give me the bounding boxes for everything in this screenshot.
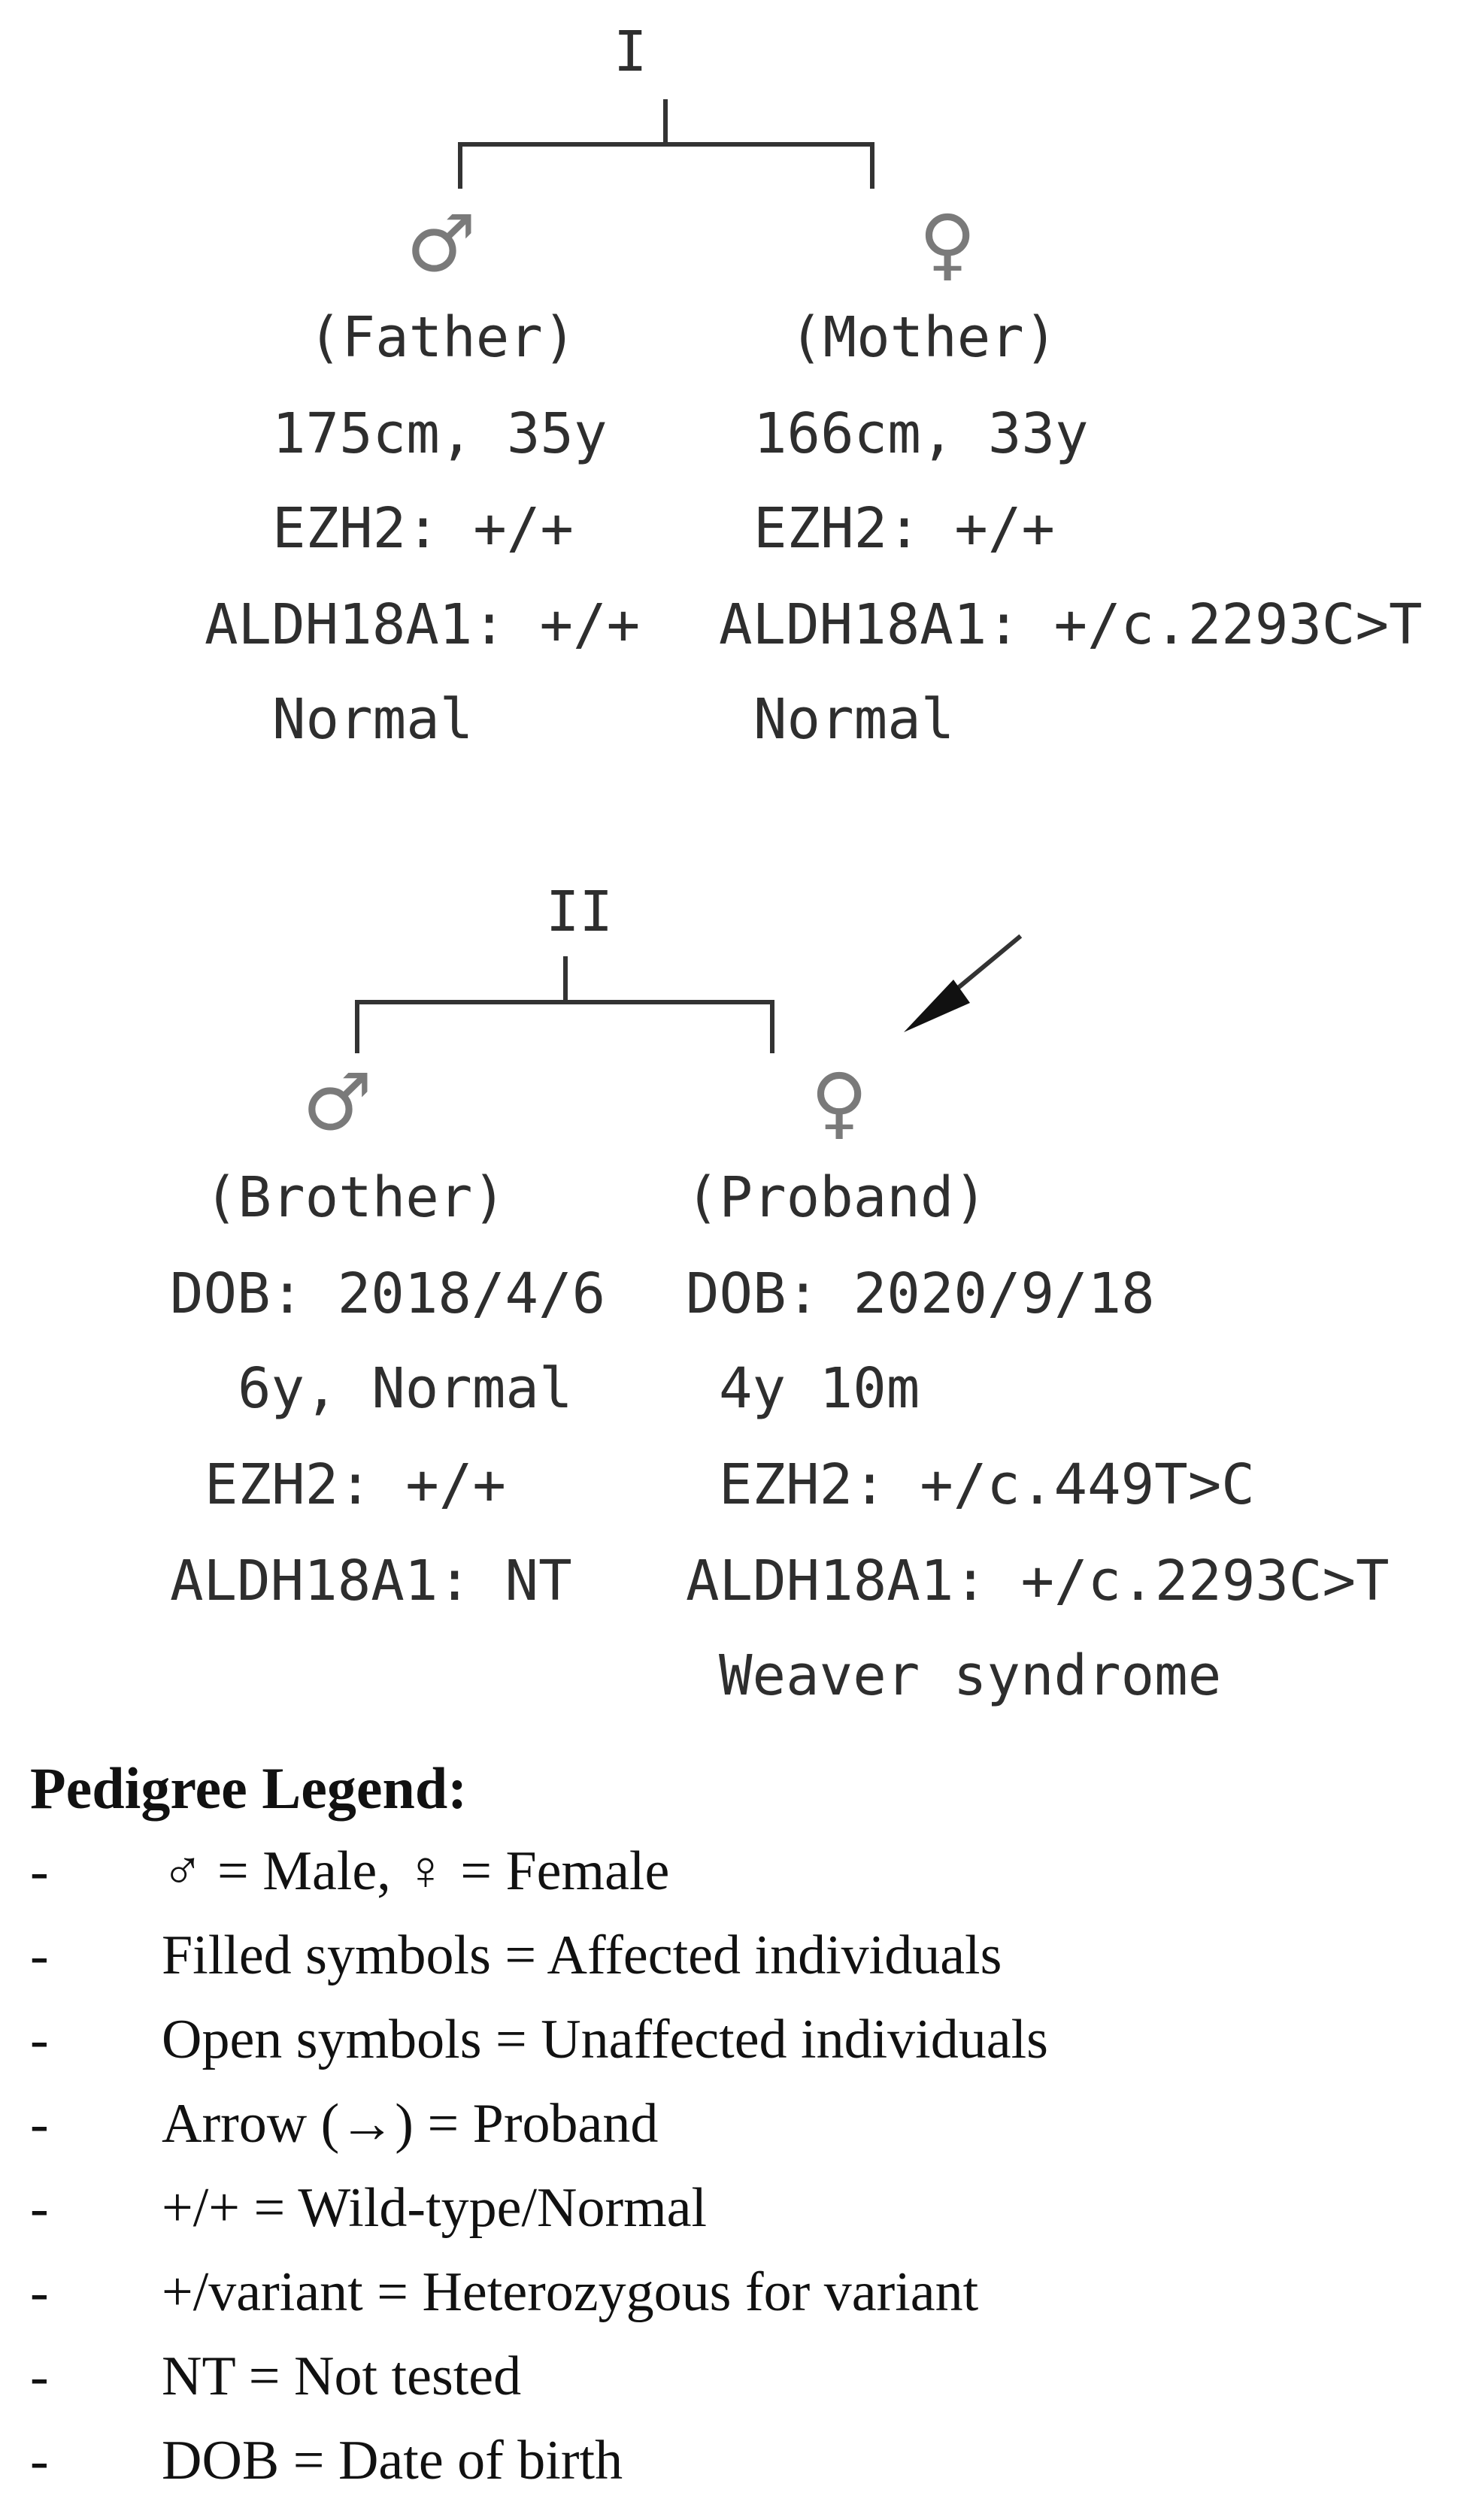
generation-2-label: II <box>546 880 614 944</box>
father-aldh18a1-genotype: ALDH18A1: +/+ <box>205 592 641 657</box>
legend-item: - +/+ = Wild-type/Normal <box>30 2180 1444 2264</box>
female-symbol-icon: ♀ <box>811 1056 868 1148</box>
legend-item: - +/variant = Heterozygous for variant <box>30 2264 1444 2349</box>
mother-status: Normal <box>753 687 955 752</box>
male-symbol-icon: ♂ <box>302 1056 373 1148</box>
legend-bullet: - <box>30 1840 49 1902</box>
mother-aldh18a1-genotype: ALDH18A1: +/c.2293C>T <box>719 592 1423 657</box>
brother-age-status: 6y, Normal <box>238 1356 573 1421</box>
legend-item: - NT = Not tested <box>30 2349 1444 2433</box>
father-ezh2-genotype: EZH2: +/+ <box>272 496 574 561</box>
female-symbol-icon: ♀ <box>919 198 977 289</box>
brother-aldh18a1-genotype: ALDH18A1: NT <box>170 1549 572 1613</box>
legend-item-text: +/variant = Heterozygous for variant <box>162 2261 979 2323</box>
mother-height-age: 166cm, 33y <box>753 401 1089 466</box>
legend-item: - Open symbols = Unaffected individuals <box>30 2012 1444 2096</box>
proband-ezh2-genotype: EZH2: +/c.449T>C <box>719 1452 1255 1517</box>
legend-item-text: +/+ = Wild-type/Normal <box>162 2177 708 2239</box>
legend-item-text: ♂ = Male, ♀ = Female <box>162 1840 670 1902</box>
father-status: Normal <box>272 687 474 752</box>
mother-role: (Mother) <box>790 305 1058 370</box>
proband-arrow-head <box>904 980 970 1032</box>
legend-item: - Filled symbols = Affected individuals <box>30 1928 1444 2012</box>
legend-bullet: - <box>30 2093 49 2155</box>
brother-ezh2-genotype: EZH2: +/+ <box>205 1452 506 1517</box>
legend-item: - DOB = Date of birth <box>30 2433 1444 2517</box>
proband-diagnosis: Weaver syndrome <box>719 1643 1222 1708</box>
legend-list: - ♂ = Male, ♀ = Female - Filled symbols … <box>30 1843 1444 2517</box>
legend-bullet: - <box>30 2009 49 2070</box>
mother-ezh2-genotype: EZH2: +/+ <box>753 496 1055 561</box>
brother-role: (Brother) <box>205 1165 506 1230</box>
legend-item-text: Arrow (→) = Proband <box>162 2093 659 2155</box>
legend-title: Pedigree Legend: <box>30 1755 468 1821</box>
father-height-age: 175cm, 35y <box>272 401 608 466</box>
legend-item-text: NT = Not tested <box>162 2346 522 2407</box>
legend-bullet: - <box>30 1925 49 1986</box>
generation-1-label: I <box>614 20 647 84</box>
legend-item-text: Filled symbols = Affected individuals <box>162 1925 1002 1986</box>
legend-item: - ♂ = Male, ♀ = Female <box>30 1843 1444 1928</box>
father-role: (Father) <box>308 305 577 370</box>
legend-bullet: - <box>30 2430 49 2491</box>
proband-age: 4y 10m <box>719 1356 920 1421</box>
legend-item: - Arrow (→) = Proband <box>30 2096 1444 2180</box>
pedigree-lines <box>355 99 1023 1053</box>
male-symbol-icon: ♂ <box>406 198 477 289</box>
proband-dob: DOB: 2020/9/18 <box>686 1262 1155 1326</box>
pedigree-legend: Pedigree Legend: - ♂ = Male, ♀ = Female … <box>30 1759 1444 2517</box>
brother-dob: DOB: 2018/4/6 <box>170 1262 606 1326</box>
legend-bullet: - <box>30 2261 49 2323</box>
legend-item-text: Open symbols = Unaffected individuals <box>162 2009 1048 2070</box>
proband-aldh18a1-genotype: ALDH18A1: +/c.2293C>T <box>686 1549 1390 1613</box>
legend-item-text: DOB = Date of birth <box>162 2430 623 2491</box>
legend-bullet: - <box>30 2177 49 2239</box>
legend-bullet: - <box>30 2346 49 2407</box>
proband-role: (Proband) <box>686 1165 987 1230</box>
